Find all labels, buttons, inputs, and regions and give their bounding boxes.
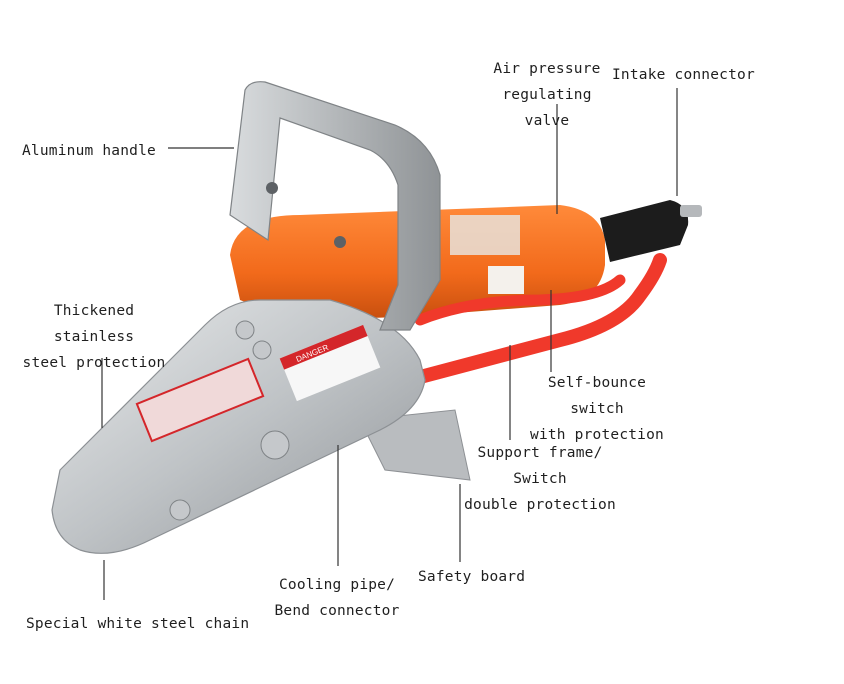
protection-bolt — [252, 340, 272, 360]
label-self-bounce-switch: Self-bounce switch with protection — [530, 375, 664, 443]
aluminum-handle-frame — [229, 81, 441, 331]
label-safety-board: Safety board — [418, 569, 526, 585]
label-intake-connector: Intake connector — [612, 67, 755, 83]
label-stainless-protection: Thickened stainless steel protection — [22, 303, 166, 371]
label-support-frame: Support frame/ Switch double protection — [464, 445, 616, 513]
protection-bolt — [235, 320, 255, 340]
bend-connector-fitting — [260, 430, 290, 460]
motor-badge — [488, 266, 524, 294]
label-aluminum-handle: Aluminum handle — [22, 143, 156, 159]
red-hose-upper — [414, 274, 626, 326]
label-cooling-pipe: Cooling pipe/ Bend connector — [274, 577, 400, 619]
leader-lines — [101, 88, 678, 600]
motor-label-sticker — [450, 215, 520, 255]
intake-fitting — [680, 205, 702, 217]
handle-bolt — [266, 182, 278, 194]
label-steel-chain: Special white steel chain — [26, 616, 250, 632]
rear-grip — [600, 200, 689, 262]
safety-board-plate — [359, 409, 471, 481]
chain-fitting — [169, 499, 191, 521]
label-air-pressure-valve: Air pressure regulating valve — [493, 61, 601, 129]
handle-bolt — [334, 236, 346, 248]
warning-sticker — [135, 357, 265, 443]
